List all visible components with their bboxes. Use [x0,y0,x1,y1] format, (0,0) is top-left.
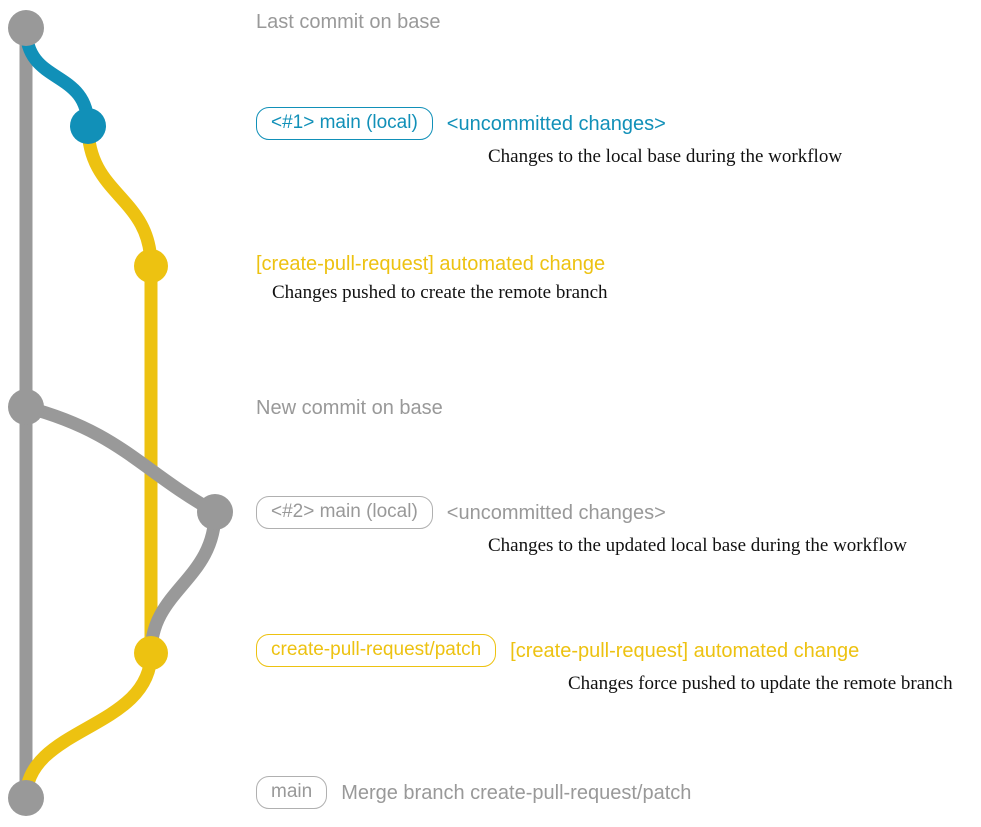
commit-label-row-base-last: Last commit on base [256,10,441,34]
commit-label-row-base-merge: main Merge branch create-pull-request/pat… [256,776,691,809]
branch-chip-local-2[interactable]: <#2> main (local) [256,496,433,529]
nodes-group [8,10,233,816]
commit-subject-local-2: <uncommitted changes> [446,501,666,524]
commit-subject-patch-1: [create-pull-request] automated change [256,253,606,275]
commit-headline-base-last: Last commit on base [256,10,441,34]
commit-headline-patch-1: [create-pull-request] automated change [256,252,605,276]
commit-note-patch-2: Changes force pushed to update the remot… [568,673,953,694]
commit-note-local-1: Changes to the local base during the wor… [488,146,843,167]
branch-chip-local-1[interactable]: <#1> main (local) [256,107,433,140]
commit-label-row-local-1: <#1> main (local) <uncommitted changes> Ch… [256,107,842,168]
commit-headline-patch-2: create-pull-request/patch [create-pull-re… [256,634,859,667]
commit-subject-base-new: New commit on base [256,397,443,419]
branch-chip-patch-2[interactable]: create-pull-request/patch [256,634,497,667]
commit-node-base-last[interactable] [8,10,44,46]
commit-subject-local-1: <uncommitted changes> [446,112,666,135]
commit-headline-base-new: New commit on base [256,396,443,420]
commit-label-row-base-new: New commit on base [256,396,443,420]
graph-edge-base-new-to-local-2 [19,400,222,519]
commit-headline-local-1: <#1> main (local) <uncommitted changes> [256,107,666,140]
commit-node-base-merge[interactable] [8,780,44,816]
commit-label-row-local-2: <#2> main (local) <uncommitted changes> Ch… [256,496,907,557]
commit-headline-local-2: <#2> main (local) <uncommitted changes> [256,496,666,529]
commit-node-base-new[interactable] [8,389,44,425]
commit-subject-patch-2: [create-pull-request] automated change [510,639,860,662]
commit-note-patch-1: Changes pushed to create the remote bran… [272,282,608,303]
graph-edge-patch-2-to-merge [19,646,158,805]
branch-chip-base-merge[interactable]: main [256,776,328,809]
graph-edge-local-2-to-patch-2 [144,505,222,660]
commit-node-local-2[interactable] [197,494,233,530]
commit-node-local-1[interactable] [70,108,106,144]
commit-node-patch-1[interactable] [134,249,168,283]
commit-node-patch-2[interactable] [134,636,168,670]
commit-note-local-2: Changes to the updated local base during… [488,535,907,556]
commit-subject-base-merge: Merge branch create-pull-request/patch [341,781,692,804]
commit-subject-base-last: Last commit on base [256,11,441,33]
graph-edge-local-1-to-patch-1 [81,119,158,273]
commit-label-row-patch-2: create-pull-request/patch [create-pull-re… [256,634,953,695]
commit-headline-base-merge: main Merge branch create-pull-request/pat… [256,776,691,809]
